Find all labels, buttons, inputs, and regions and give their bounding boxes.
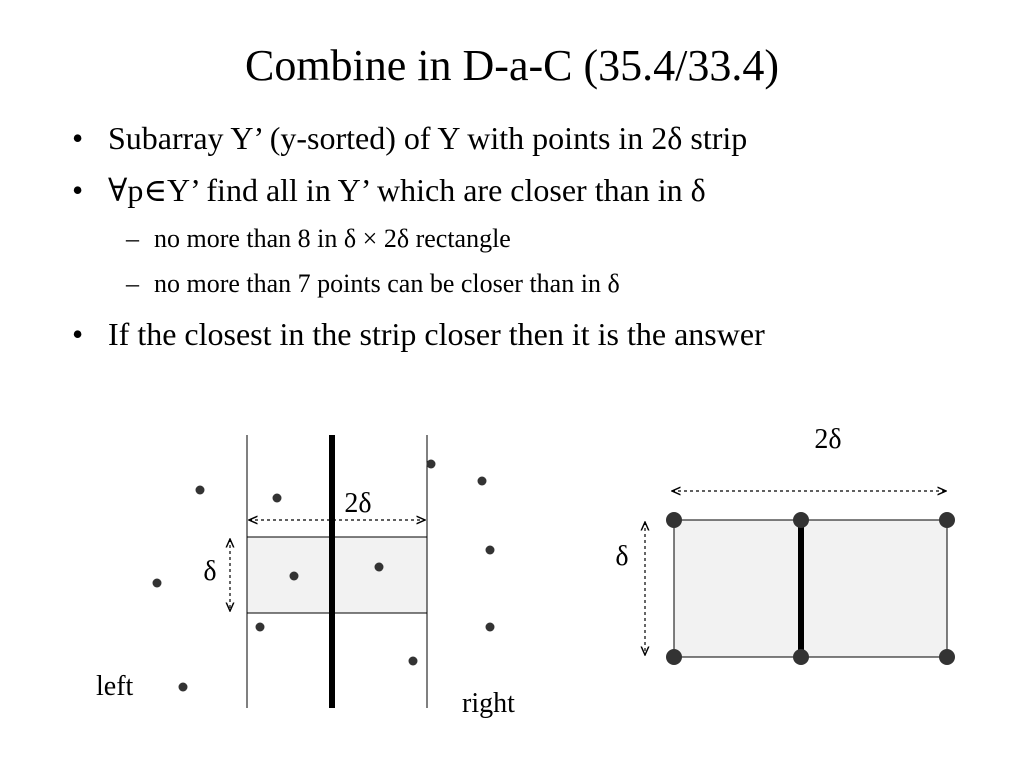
point [255,622,265,632]
corner-point [666,649,682,665]
bullet-marker: • [72,120,84,156]
delta-band [246,536,428,614]
point [195,485,205,495]
bullet-text: If the closest in the strip closer then … [108,316,765,352]
sub-bullet-text: no more than 7 points can be closer than… [154,269,620,298]
right-rectangle-diagram: 2δ δ [615,424,955,665]
sub-bullet-text: no more than 8 in δ × 2δ rectangle [154,224,511,253]
corner-point [666,512,682,528]
strip-width-label: 2δ [344,488,371,519]
point [477,476,487,486]
dash-marker: – [126,269,139,298]
bullet-2: • ∀p∈Y’ find all in Y’ which are closer … [72,170,706,210]
bullet-text: ∀p∈Y’ find all in Y’ which are closer th… [108,172,706,208]
rect-height-label: δ [615,541,628,572]
delta-by-2delta-rectangle [673,519,948,658]
point [289,571,299,581]
bullet-text: Subarray Y’ (y-sorted) of Y with points … [108,120,748,156]
sub-bullet-2: – no more than 7 points can be closer th… [126,268,620,300]
point [272,493,282,503]
point [178,682,188,692]
bullet-3: • If the closest in the strip closer the… [72,314,765,354]
point [374,562,384,572]
bullet-1: • Subarray Y’ (y-sorted) of Y with point… [72,118,748,158]
rect-width-label: 2δ [814,424,841,455]
point [152,578,162,588]
point [485,545,495,555]
point [485,622,495,632]
point [426,459,436,469]
left-label: left [96,671,134,702]
delta-height-label: δ [203,556,216,587]
bullet-marker: • [72,172,84,208]
slide-title: Combine in D-a-C (35.4/33.4) [244,41,780,90]
sub-bullet-1: – no more than 8 in δ × 2δ rectangle [126,223,511,255]
dash-marker: – [126,224,139,253]
left-strip-diagram: 2δ δ left right [96,435,515,719]
right-label: right [462,688,515,719]
corner-point [939,649,955,665]
bullet-marker: • [72,316,84,352]
point [408,656,418,666]
corner-point [939,512,955,528]
corner-point [793,512,809,528]
corner-point [793,649,809,665]
